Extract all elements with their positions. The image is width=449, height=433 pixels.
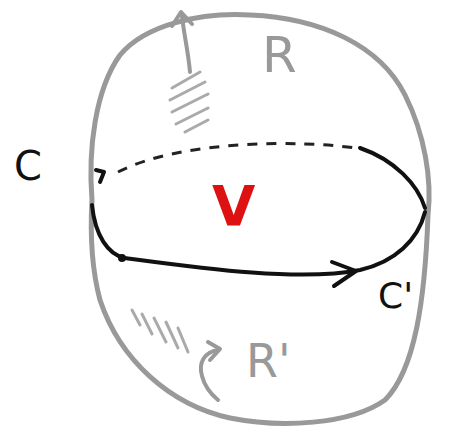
curve-back-solid xyxy=(360,148,425,208)
curve-arrow-left xyxy=(96,170,104,182)
normal-arrow xyxy=(182,16,190,72)
hidden-curve xyxy=(118,144,355,172)
bottom-hatching xyxy=(132,310,188,352)
normal-arrowhead xyxy=(172,12,192,26)
curve-dot xyxy=(118,254,126,262)
curve-label: C' xyxy=(378,278,413,314)
normal-arrowhead-bottom xyxy=(208,342,220,360)
boundary-curve xyxy=(92,205,425,275)
top-hatching xyxy=(170,72,208,132)
region-label: R xyxy=(262,30,297,80)
curve-arrowhead xyxy=(332,262,356,286)
normal-arrow-bottom xyxy=(201,350,218,400)
region-label: R' xyxy=(246,338,291,384)
surface-outline xyxy=(91,15,429,424)
curve-label: C xyxy=(14,146,42,186)
volume-label: V xyxy=(212,178,255,234)
